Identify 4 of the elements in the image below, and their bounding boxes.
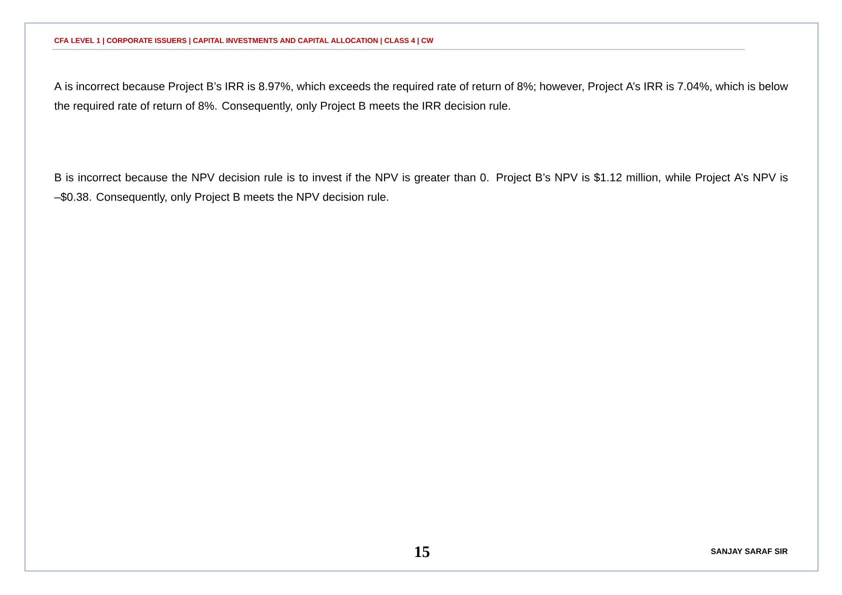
page-number: 15 <box>415 546 430 558</box>
paragraph: B is incorrect because the NPV decision rule is to invest if the NPV is greater than 0. Project B’s NPV is $1.12 million, while Project A’s NPV is –$0.38. Consequently, only Project B meets the NPV decision rule. <box>54 172 788 204</box>
author-name: SANJAY SARAF SIR <box>711 548 788 554</box>
paragraph: A is incorrect because Project B’s IRR is 8.97%, which exceeds the required rate of return of 8%; however, Project A’s IRR is 7.04%, which is below the required rate of return of 8%. Consequently, only Project B meets the IRR decision rule. <box>54 82 788 112</box>
